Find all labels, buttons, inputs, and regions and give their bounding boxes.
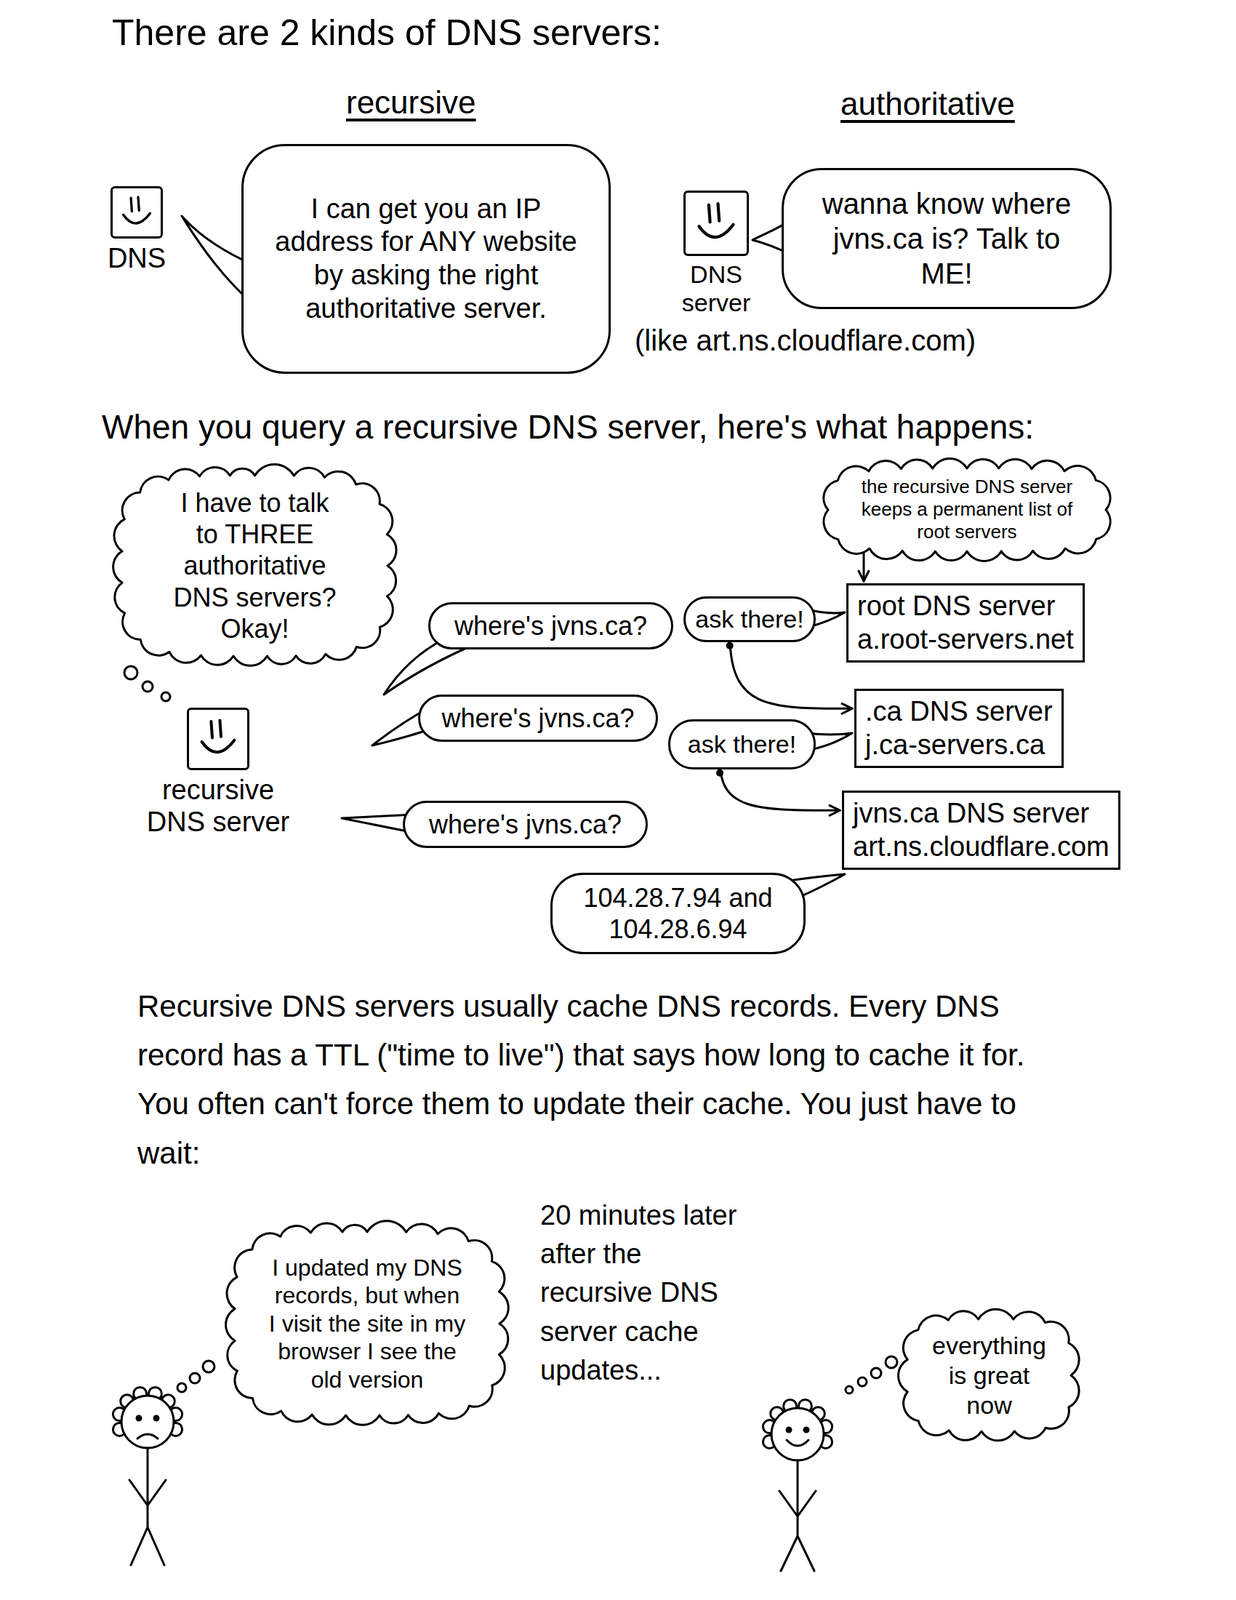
node-text: the recursive DNS server keeps a permane…	[847, 475, 1087, 544]
eye	[154, 1415, 159, 1420]
speech-bubble: where's jvns.ca?	[428, 602, 674, 650]
node-text: DNS server	[661, 260, 771, 317]
thought-dot	[845, 1385, 853, 1394]
thought-dot	[124, 665, 138, 680]
connector-dot	[726, 641, 734, 650]
page-title: There are 2 kinds of DNS servers:	[111, 11, 662, 54]
server-box: .ca DNS serverj.ca-servers.ca	[854, 688, 1064, 768]
node-text: j.ca-servers.ca	[865, 728, 1053, 762]
thought-dot	[885, 1355, 898, 1368]
thought-dot	[189, 1372, 200, 1383]
thought-dot	[202, 1360, 215, 1372]
node-text: a.root-servers.net	[857, 623, 1074, 657]
thought-cloud: the recursive DNS server keeps a permane…	[817, 458, 1117, 562]
cloud-outline-path	[898, 1308, 1080, 1441]
thought-dot	[857, 1377, 867, 1386]
smiley-mouth	[698, 224, 733, 238]
speech-bubble: ask there!	[683, 596, 816, 642]
column-heading: recursive	[346, 84, 477, 121]
smiley-mouth	[123, 213, 151, 224]
thought-cloud: everything is great now	[897, 1308, 1082, 1442]
eye	[136, 1415, 142, 1420]
speech-bubble: I can get you an IP address for ANY webs…	[241, 143, 611, 374]
smiley-drawing	[189, 709, 248, 768]
node-text: where's jvns.ca?	[418, 808, 633, 840]
body	[779, 1459, 816, 1571]
speech-bubble: ask there!	[668, 719, 816, 770]
node-text: where's jvns.ca?	[443, 610, 658, 642]
thought-dot	[177, 1382, 187, 1392]
smiley-eyes	[210, 719, 222, 738]
thought-cloud: I updated my DNS records, but when I vis…	[224, 1221, 510, 1426]
time-note: 20 minutes later after the recursive DNS…	[540, 1196, 759, 1390]
node-text: everything is great now	[926, 1330, 1053, 1420]
node-text: I have to talk to THREE authoritative DN…	[167, 487, 342, 645]
smile	[786, 1439, 809, 1446]
node-text: recursive DNS server	[138, 774, 299, 838]
column-heading: authoritative	[840, 85, 1015, 123]
connector-arrow	[729, 633, 853, 709]
server-icon: DNS	[93, 186, 181, 275]
node-text: ask there!	[694, 604, 805, 634]
speech-bubble: 104.28.7.94 and 104.28.6.94	[550, 872, 806, 954]
speech-bubble: where's jvns.ca?	[418, 694, 658, 742]
cloud-outline-path	[113, 464, 397, 666]
paragraph: Recursive DNS servers usually cache DNS …	[137, 981, 1076, 1178]
thought-dot	[161, 692, 171, 701]
node-text: I can get you an IP address for ANY webs…	[272, 192, 580, 325]
speech-bubble: where's jvns.ca?	[402, 800, 648, 848]
server-icon: recursive DNS server	[138, 707, 299, 838]
cloud-outline-path	[226, 1220, 509, 1425]
node-text: root DNS server	[857, 589, 1074, 624]
node-text: I updated my DNS records, but when I vis…	[268, 1253, 467, 1394]
server-icon: DNS server	[661, 190, 771, 317]
node-text: where's jvns.ca?	[433, 702, 643, 734]
smiley-eyes	[708, 203, 720, 222]
smiley-mouth	[202, 740, 235, 753]
connector-dot	[716, 769, 724, 777]
cloud-outline-path	[823, 458, 1111, 562]
stick-figure-sad	[112, 1386, 182, 1565]
node-text: DNS	[93, 242, 181, 275]
node-text: art.ns.cloudflare.com	[852, 830, 1110, 864]
server-note: (like art.ns.cloudflare.com)	[634, 324, 976, 357]
smiley-face	[186, 707, 250, 770]
smiley-drawing	[685, 192, 747, 254]
head	[121, 1395, 174, 1448]
thought-dot	[142, 681, 153, 692]
speech-bubble: wanna know where jvns.ca is? Talk to ME!	[781, 167, 1112, 309]
server-box: jvns.ca DNS serverart.ns.cloudflare.com	[841, 790, 1121, 870]
node-text: ask there!	[679, 729, 805, 760]
eye	[786, 1427, 792, 1432]
head	[771, 1407, 824, 1460]
frown	[137, 1433, 158, 1439]
smiley-face	[110, 186, 163, 239]
node-text: jvns.ca DNS server	[852, 796, 1110, 831]
body	[129, 1447, 166, 1565]
node-text: 104.28.7.94 and 104.28.6.94	[570, 881, 786, 945]
thought-cloud: I have to talk to THREE authoritative DN…	[111, 465, 398, 666]
stick-figure-happy	[762, 1398, 832, 1571]
thought-dot	[871, 1367, 882, 1378]
node-text: .ca DNS server	[865, 695, 1053, 729]
smiley-drawing	[112, 188, 161, 237]
eye	[804, 1427, 809, 1432]
server-box: root DNS servera.root-servers.net	[846, 583, 1085, 663]
node-text: wanna know where jvns.ca is? Talk to ME!	[809, 186, 1084, 291]
smiley-face	[683, 190, 749, 256]
section-heading: When you query a recursive DNS server, h…	[101, 407, 1034, 447]
smiley-eyes	[130, 197, 139, 212]
